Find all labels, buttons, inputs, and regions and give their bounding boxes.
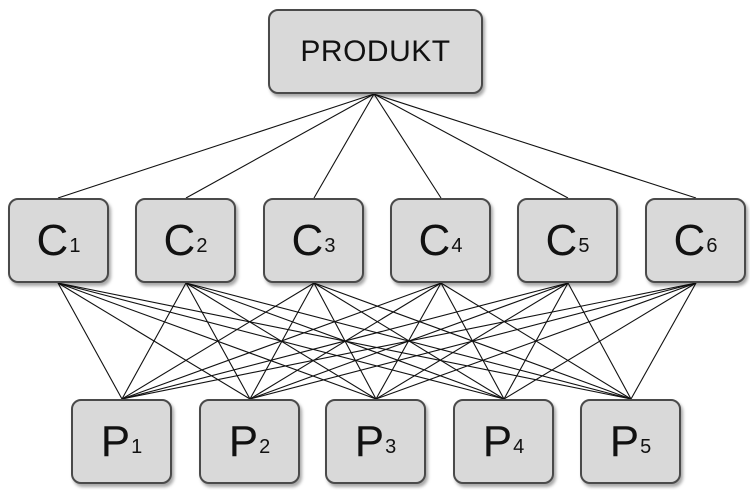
node-p3-index: 3 (385, 436, 397, 458)
node-c6-index: 6 (706, 235, 718, 257)
node-c1-letter: C (36, 215, 69, 265)
edge-c5-p1 (121, 282, 569, 400)
node-c3-letter: C (291, 215, 324, 265)
edge-c6-p2 (249, 282, 697, 400)
edge-produkt-c2 (185, 93, 375, 199)
edge-c2-p1 (121, 282, 187, 400)
node-p2-index: 2 (259, 436, 271, 458)
node-c5-letter: C (545, 215, 578, 265)
node-produkt: PRODUKT (268, 9, 483, 94)
node-produkt-label: PRODUKT (300, 34, 451, 68)
node-c5-index: 5 (578, 235, 590, 257)
edge-produkt-c6 (373, 93, 697, 199)
node-c4-letter: C (418, 215, 451, 265)
node-p5-index: 5 (640, 436, 652, 458)
edge-c6-p3 (375, 282, 697, 400)
node-p2-letter: P (228, 416, 259, 466)
node-c2-letter: C (163, 215, 196, 265)
edge-produkt-c4 (373, 93, 442, 199)
node-c2-index: 2 (196, 235, 208, 257)
node-c6-letter: C (673, 215, 706, 265)
node-p5-letter: P (609, 416, 640, 466)
edge-c6-p1 (121, 282, 697, 400)
edge-produkt-c1 (57, 93, 375, 199)
edge-c4-p1 (121, 282, 442, 400)
node-p4-letter: P (482, 416, 513, 466)
node-p4-index: 4 (513, 436, 525, 458)
edge-c6-p4 (503, 282, 697, 400)
edge-c6-p5 (630, 282, 697, 400)
node-c3-index: 3 (324, 235, 336, 257)
node-p3-letter: P (354, 416, 385, 466)
node-c1-index: 1 (69, 235, 81, 257)
node-p1-letter: P (100, 416, 131, 466)
node-c4-index: 4 (451, 235, 463, 257)
edge-c1-p1 (57, 282, 123, 400)
node-p1-index: 1 (131, 436, 143, 458)
edge-produkt-c5 (373, 93, 569, 199)
edge-produkt-c3 (313, 93, 375, 199)
edge-c3-p1 (121, 282, 315, 400)
